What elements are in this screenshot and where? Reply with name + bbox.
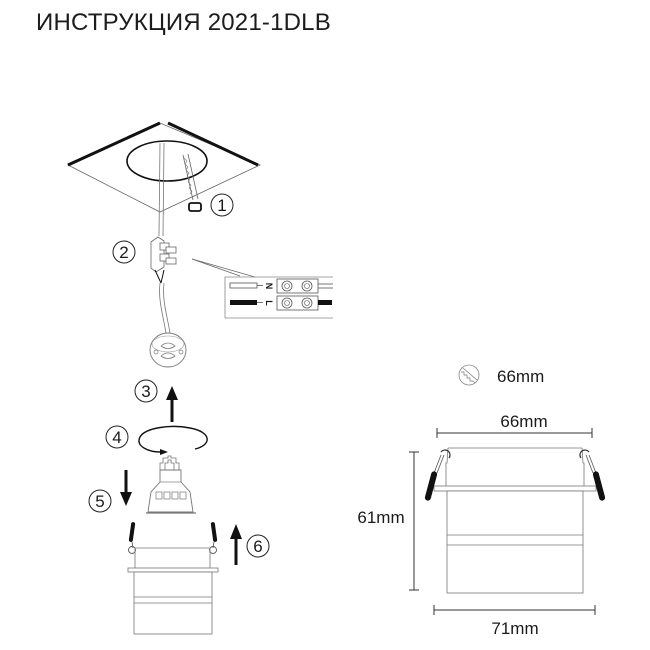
terminal-block [150, 236, 177, 284]
step-4-rotate-icon [138, 425, 208, 455]
live-label: L [264, 300, 274, 306]
height-label: 61mm [357, 508, 404, 527]
ceiling-plate [67, 121, 261, 213]
svg-text:5: 5 [95, 492, 104, 511]
fixture-body [127, 522, 219, 635]
supply-cable [158, 142, 165, 237]
saw-cutout-icon [458, 364, 480, 386]
svg-text:4: 4 [112, 428, 121, 447]
neutral-label: N [264, 283, 274, 290]
gu10-socket [149, 332, 187, 368]
svg-text:1: 1 [217, 196, 226, 215]
leader-line [191, 258, 241, 277]
wiring-detail: N L [224, 276, 333, 319]
neutral-wire [229, 282, 258, 289]
cutout-value: 66mm [497, 367, 544, 386]
bottom-width-label: 71mm [491, 619, 538, 638]
leader-line [191, 258, 256, 278]
page-title: ИНСТРУКЦИЯ 2021-1DLB [36, 9, 331, 36]
step-5-marker: 5 [88, 489, 112, 513]
step-5-arrow-down-icon [120, 470, 132, 506]
step-6-marker: 6 [246, 534, 270, 558]
gu10-lamp [146, 455, 196, 514]
step-3-arrow-up-icon [166, 386, 178, 422]
svg-text:6: 6 [253, 537, 262, 556]
step-6-arrow-up-icon [230, 524, 242, 565]
live-wire [230, 300, 257, 305]
cutout-indicator: 66mm [458, 364, 544, 386]
step-4-marker: 4 [105, 425, 129, 449]
step-1-marker: 1 [210, 193, 234, 217]
svg-text:3: 3 [141, 382, 150, 401]
socket-cable [159, 282, 171, 334]
clip-latch-icon [188, 202, 202, 212]
step-3-marker: 3 [134, 379, 158, 403]
dimension-drawing: 66mm 61mm 71mm [357, 412, 606, 638]
step-2-marker: 2 [112, 240, 136, 264]
svg-text:2: 2 [119, 243, 128, 262]
spring-clip [182, 153, 202, 212]
top-width-label: 66mm [500, 412, 547, 431]
